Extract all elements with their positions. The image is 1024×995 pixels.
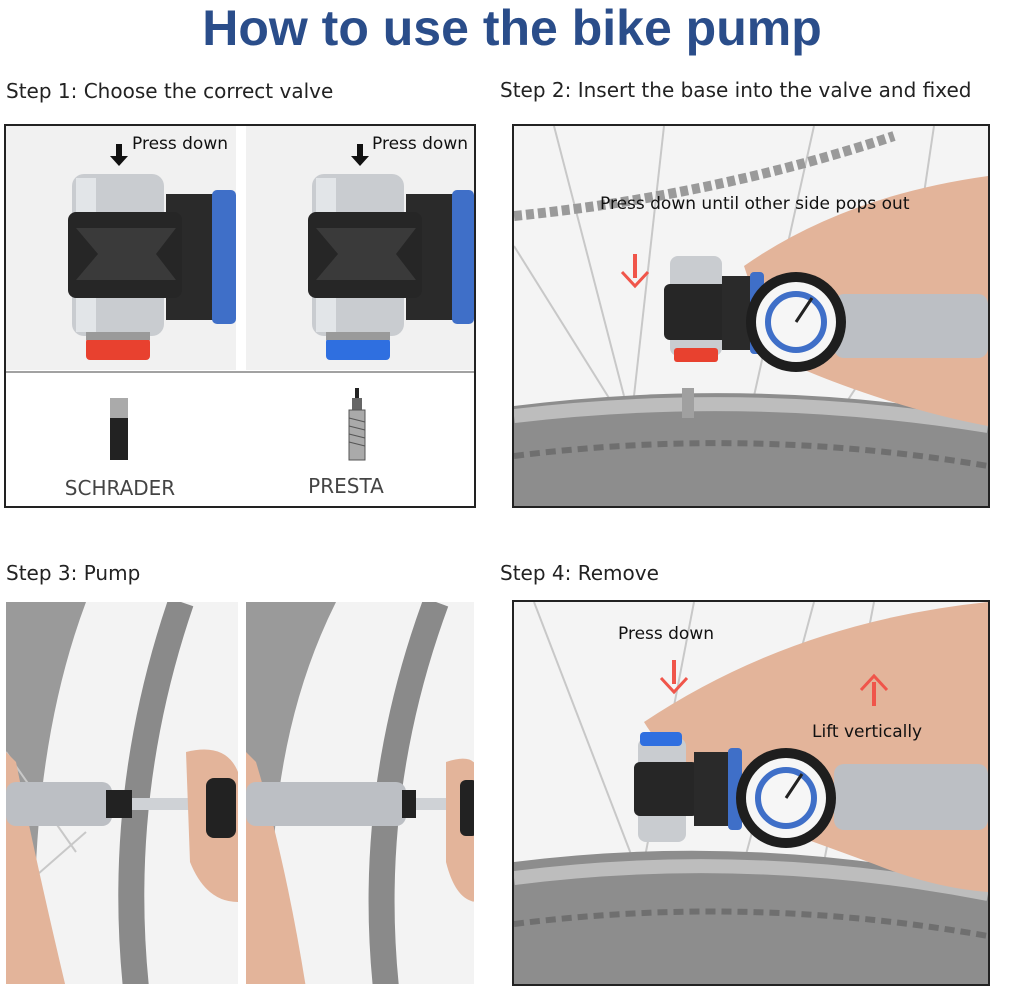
arrow-down-icon [620,254,650,289]
step-2-panel: Press down until other side pops out [512,124,990,508]
schrader-label: SCHRADER [64,476,176,500]
step-3-panel [4,600,476,986]
step-2-caption: Press down until other side pops out [600,194,910,214]
step-2-label: Step 2: Insert the base into the valve a… [500,78,972,102]
step-1-label: Step 1: Choose the correct valve [6,79,334,103]
press-down-label-presta: Press down [372,134,469,154]
lift-vertically-label: Lift vertically [812,722,923,742]
presta-pump-head [308,174,474,360]
valve-heads-illustration [6,126,474,461]
remove-pump-photo [514,602,988,984]
arrow-down-icon [351,144,369,166]
step-4-panel: Press down Lift vertically [512,600,990,986]
insert-valve-photo [514,126,988,506]
presta-label: PRESTA [308,474,384,498]
schrader-pump-head [68,174,236,360]
arrow-down-icon [659,660,689,695]
schrader-valve-icon [110,398,128,460]
page-title: How to use the bike pump [202,0,822,56]
step-3-label: Step 3: Pump [6,561,141,585]
step-4-label: Step 4: Remove [500,561,659,585]
arrow-up-icon [859,673,889,706]
presta-valve-icon [348,388,366,461]
press-down-label: Press down [618,624,715,644]
step-1-panel: Press down Press down SCHRADER PRESTA [4,124,476,508]
pump-action-photos [6,602,474,984]
arrow-down-icon [110,144,128,166]
press-down-label-schrader: Press down [132,134,229,154]
